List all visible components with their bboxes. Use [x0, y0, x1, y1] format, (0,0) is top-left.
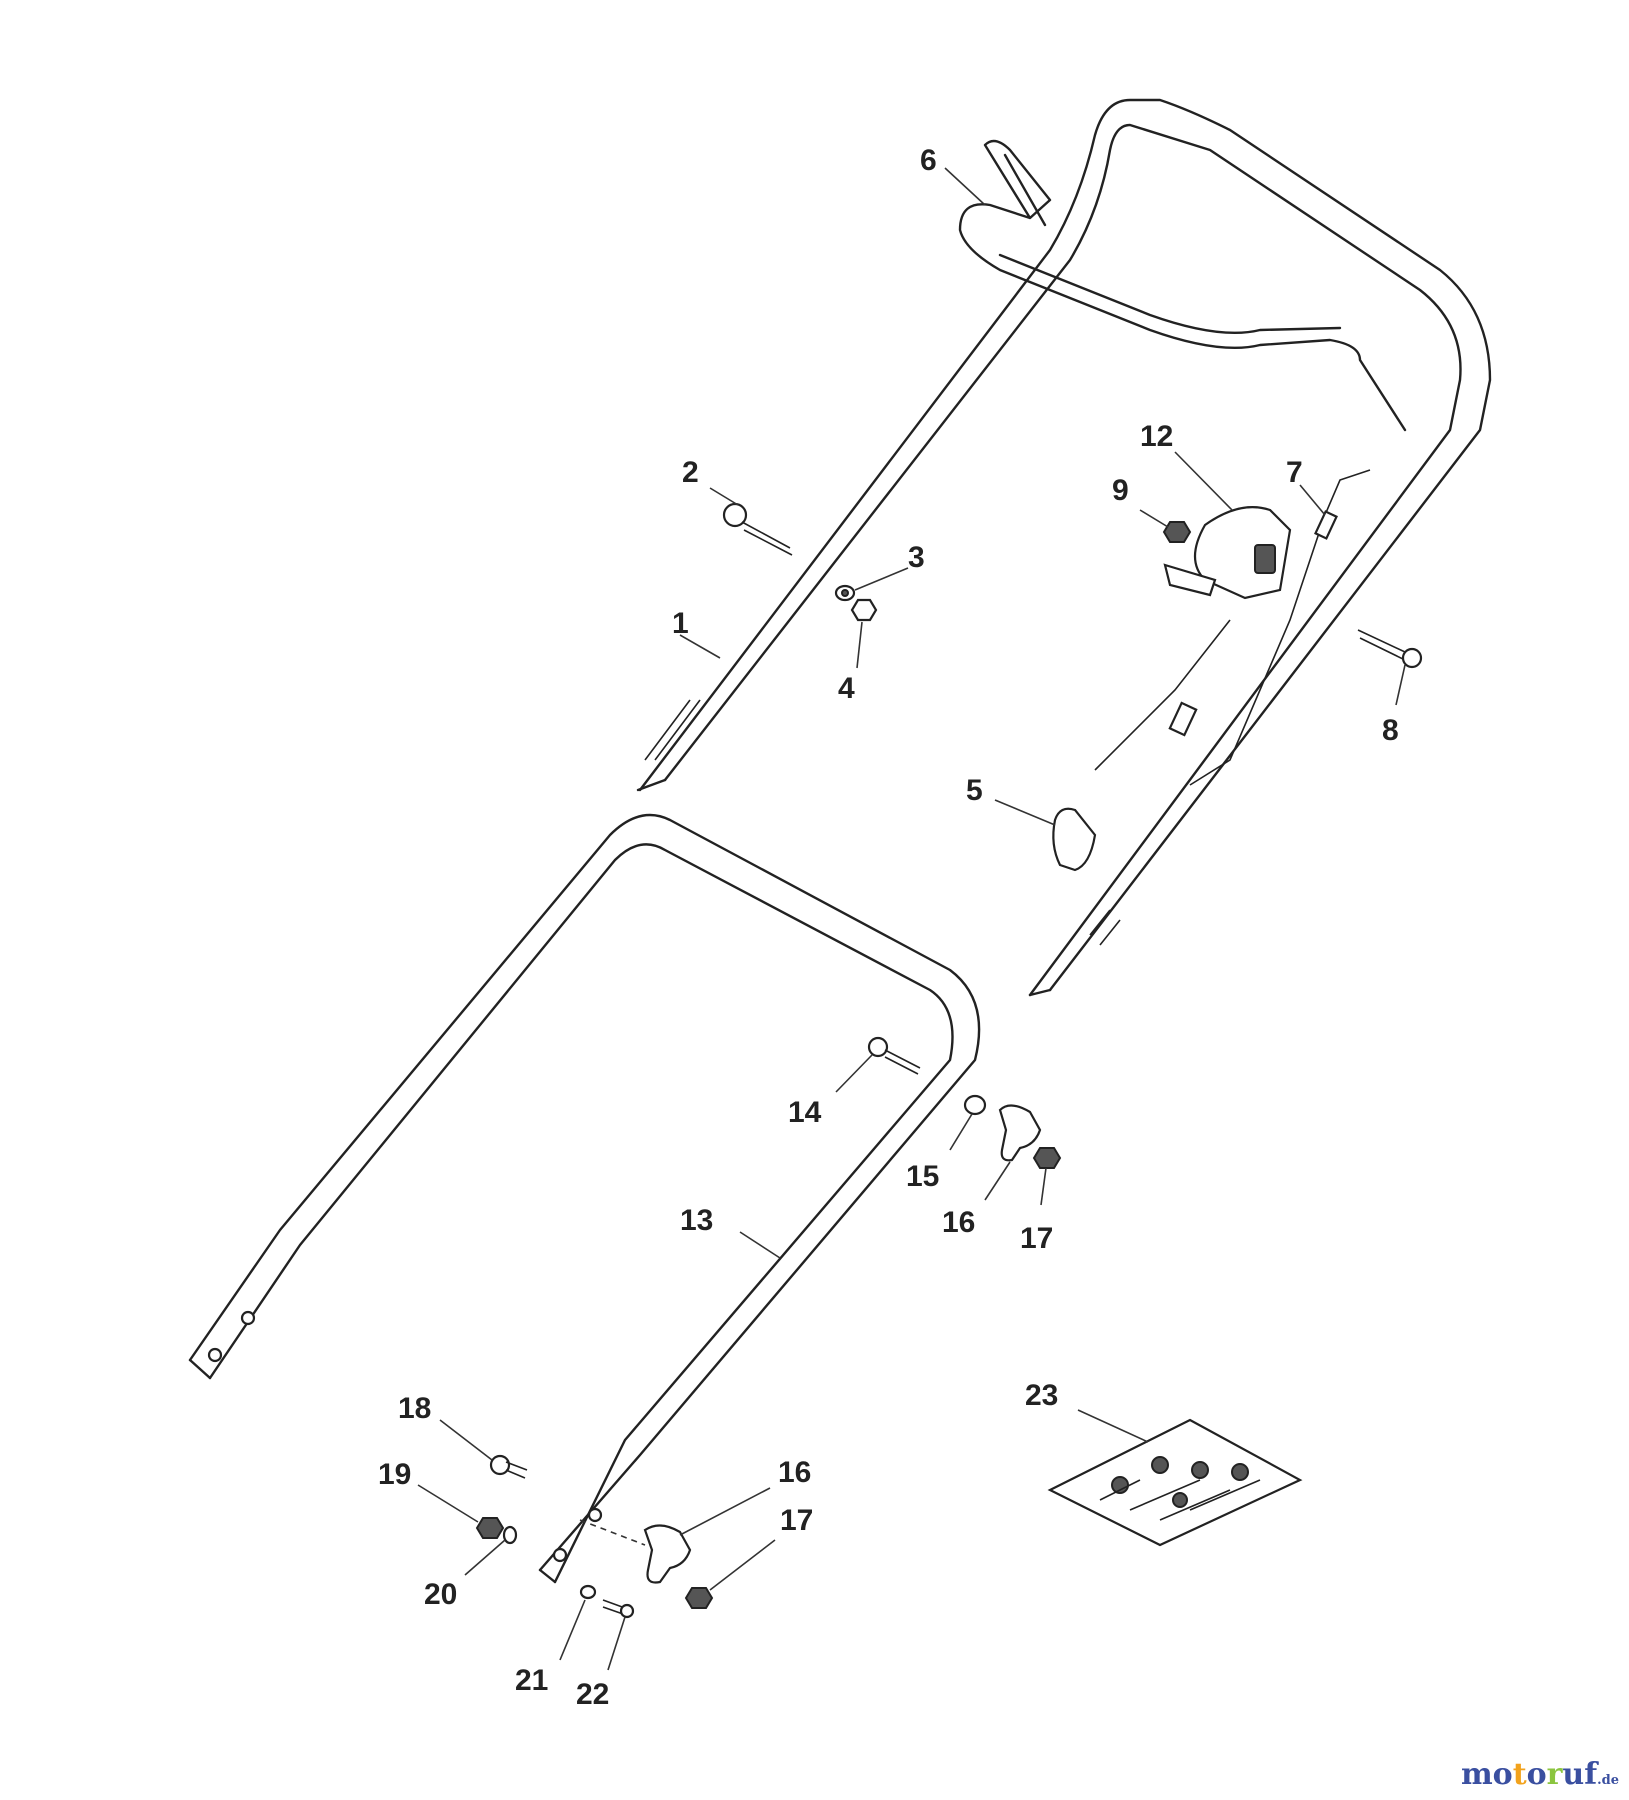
watermark-tld: .de	[1597, 1773, 1619, 1788]
callout-3: 3	[908, 541, 925, 574]
callout-5: 5	[966, 774, 983, 807]
watermark-part-3: o	[1526, 1757, 1547, 1792]
callout-12: 12	[1140, 420, 1173, 453]
cable-part-7	[1094, 469, 1371, 786]
callout-1: 1	[672, 607, 689, 640]
nut-part-19	[475, 1517, 505, 1539]
nut-part-17-upper	[1032, 1147, 1062, 1169]
watermark-part-5: uf	[1562, 1757, 1598, 1792]
callout-21: 21	[515, 1664, 548, 1697]
callout-23: 23	[1025, 1379, 1058, 1412]
bail-bar-part-6	[958, 139, 1407, 432]
callout-22: 22	[576, 1678, 609, 1711]
callout-17-upper: 17	[1020, 1222, 1053, 1255]
knob-part-16-upper	[998, 1104, 1042, 1162]
watermark-part-1: mo	[1460, 1757, 1513, 1792]
upper-handle	[636, 98, 1492, 997]
control-lever-part-12	[1163, 506, 1292, 600]
leader-lines	[417, 167, 1406, 1671]
callout-13: 13	[680, 1204, 713, 1237]
callout-2: 2	[682, 456, 699, 489]
callout-16-lower: 16	[778, 1456, 811, 1489]
bolt-part-18	[489, 1454, 528, 1479]
callout-labels: 1 2 3 4 5 6 7 8 9 12 13 14 15 16 17 16 1…	[378, 144, 1399, 1711]
callout-6: 6	[920, 144, 937, 177]
callout-14: 14	[788, 1096, 822, 1129]
nut-part-9	[1162, 521, 1192, 543]
callout-4: 4	[838, 672, 855, 705]
callout-18: 18	[398, 1392, 431, 1425]
callout-8: 8	[1382, 714, 1399, 747]
washer-part-20	[502, 1525, 518, 1545]
washer-part-3	[834, 584, 856, 602]
washer-part-21	[579, 1584, 597, 1600]
lower-handle-part-13	[188, 813, 981, 1584]
callout-19: 19	[378, 1458, 411, 1491]
cable-clip-part-5	[1052, 807, 1097, 872]
callout-16-upper: 16	[942, 1206, 975, 1239]
watermark-part-2: t	[1512, 1757, 1527, 1792]
hardware-bag-part-23	[1047, 1418, 1303, 1547]
callout-9: 9	[1112, 474, 1129, 507]
watermark-part-4: r	[1546, 1757, 1563, 1792]
callout-15: 15	[906, 1160, 939, 1193]
nut-part-4	[850, 598, 878, 622]
callout-20: 20	[424, 1578, 457, 1611]
callout-17-lower: 17	[780, 1504, 813, 1537]
bolt-part-8	[1357, 629, 1423, 669]
bolt-part-22	[602, 1599, 635, 1619]
callout-7: 7	[1286, 456, 1303, 489]
knob-part-16-lower	[579, 1519, 692, 1584]
bolt-part-14	[867, 1036, 921, 1075]
motoruf-watermark-logo: motoruf.de	[1461, 1757, 1619, 1792]
hook-bolt-part-2	[722, 502, 793, 556]
washer-part-15	[963, 1094, 987, 1116]
nut-part-17-lower	[684, 1587, 714, 1609]
